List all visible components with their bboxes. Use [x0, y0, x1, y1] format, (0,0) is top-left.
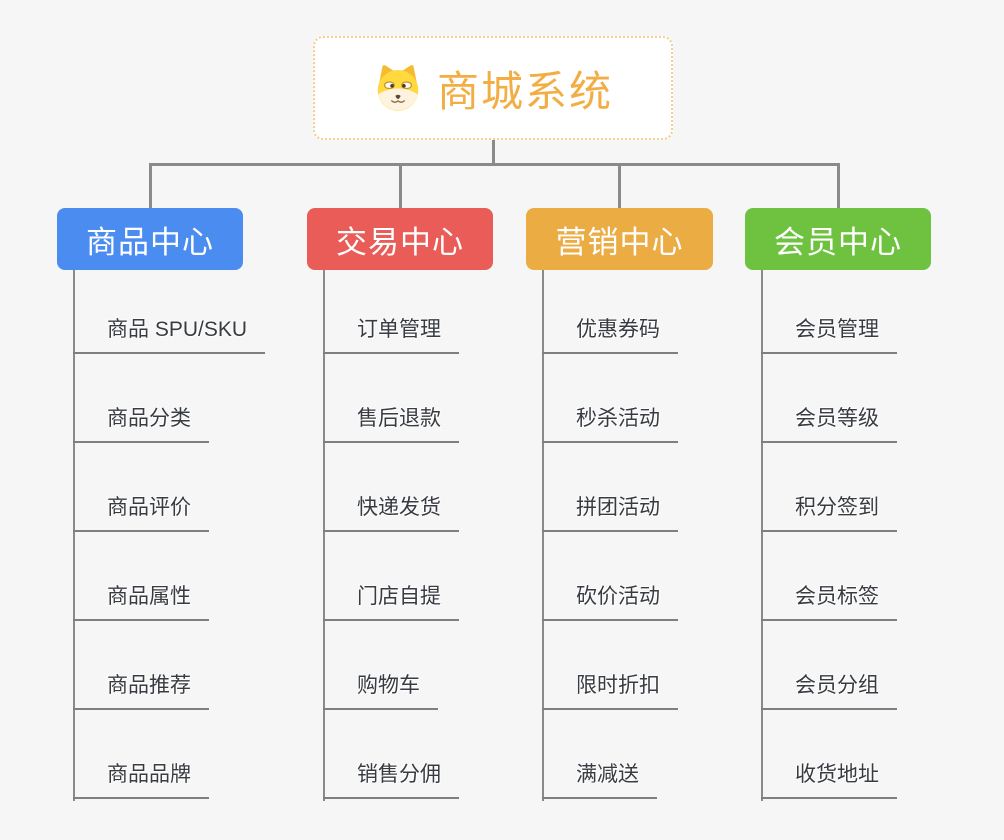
leaf-node[interactable]: 快递发货 [323, 494, 459, 532]
connector-drop [836, 164, 840, 208]
leaf-node[interactable]: 商品分类 [73, 405, 209, 443]
leaf-node[interactable]: 订单管理 [323, 316, 459, 354]
leaf-node[interactable]: 门店自提 [323, 583, 459, 621]
branch-vline [761, 270, 763, 801]
leaf-node[interactable]: 商品 SPU/SKU [73, 316, 266, 354]
branch-node-1[interactable]: 商品中心 [57, 208, 243, 270]
branch-label: 交易中心 [336, 224, 464, 260]
leaf-node[interactable]: 售后退款 [323, 405, 459, 443]
connector-drop [148, 164, 152, 208]
connector-drop [618, 164, 621, 208]
leaf-node[interactable]: 会员等级 [761, 405, 897, 443]
root-title: 商城系统 [436, 67, 613, 115]
branch-label: 商品中心 [86, 224, 214, 260]
branch-node-4[interactable]: 会员中心 [745, 208, 931, 270]
connector-drop [398, 164, 402, 208]
leaf-node[interactable]: 商品属性 [73, 583, 209, 621]
leaf-node[interactable]: 会员标签 [761, 583, 897, 621]
connector-rail [148, 163, 840, 166]
leaf-node[interactable]: 商品推荐 [73, 672, 209, 710]
leaf-node[interactable]: 收货地址 [761, 761, 897, 799]
leaf-node[interactable]: 销售分佣 [323, 761, 459, 799]
leaf-node[interactable]: 砍价活动 [542, 583, 678, 621]
branch-label: 会员中心 [774, 224, 902, 260]
branch-label: 营销中心 [555, 224, 684, 260]
leaf-node[interactable]: 商品评价 [73, 494, 209, 532]
leaf-node[interactable]: 优惠券码 [542, 316, 678, 354]
branch-node-3[interactable]: 营销中心 [526, 208, 713, 270]
leaf-node[interactable]: 积分签到 [761, 494, 897, 532]
leaf-node[interactable]: 商品品牌 [73, 761, 209, 799]
leaf-node[interactable]: 会员管理 [761, 316, 897, 354]
leaf-node[interactable]: 秒杀活动 [542, 405, 678, 443]
branch-vline [323, 270, 325, 801]
branch-vline [73, 270, 75, 801]
connector-stem [491, 140, 495, 164]
dog-face-icon [377, 65, 419, 111]
leaf-node[interactable]: 限时折扣 [542, 672, 678, 710]
leaf-node[interactable]: 购物车 [323, 672, 438, 710]
branch-node-2[interactable]: 交易中心 [307, 208, 493, 270]
root-node[interactable]: 商城系统 [313, 36, 673, 140]
leaf-node[interactable]: 拼团活动 [542, 494, 678, 532]
leaf-node[interactable]: 满减送 [542, 761, 657, 799]
leaf-node[interactable]: 会员分组 [761, 672, 897, 710]
branch-vline [542, 270, 544, 801]
